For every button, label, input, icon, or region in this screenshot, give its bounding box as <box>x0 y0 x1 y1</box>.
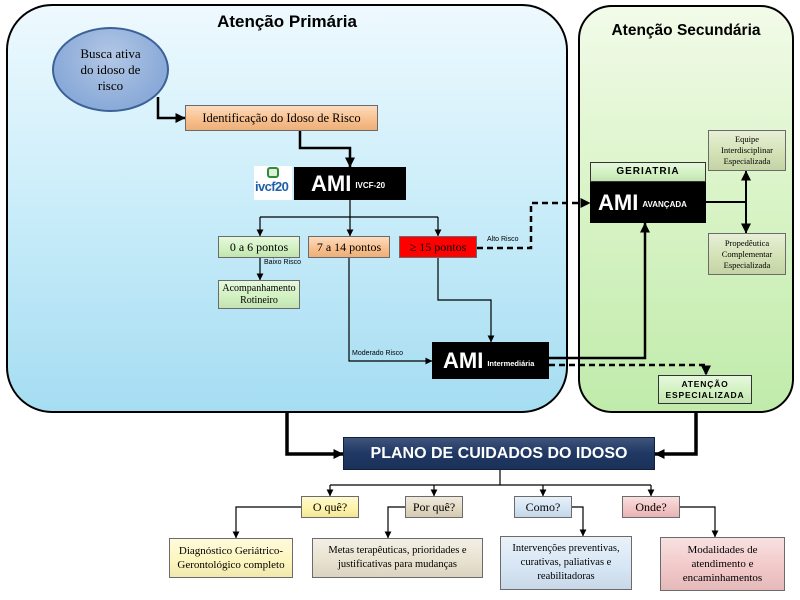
arrow-por-que-to-answer <box>384 506 405 539</box>
geriatria-label: GERIATRIA <box>616 166 680 177</box>
high-risk-label: Alto Risco <box>487 236 519 243</box>
busca-ativa-line: do idoso de <box>80 61 141 77</box>
plano-cuidados-title: PLANO DE CUIDADOS DO IDOSO <box>370 444 628 462</box>
identificacao-node: Identificação do Idoso de Risco <box>185 105 378 131</box>
propedeutica-line: Complementar <box>721 248 773 259</box>
answer-line: Modalidades de <box>687 544 758 556</box>
ivcf20-logo-text: ivcf20 <box>255 179 289 194</box>
propedeutica-line: Propedêutica <box>724 237 770 248</box>
arrow-secondary-to-plano <box>654 413 698 459</box>
atencao-especializada-node: ATENÇÃO ESPECIALIZADA <box>658 375 752 404</box>
arrow-o-que-to-answer <box>232 506 301 539</box>
primary-care-title: Atenção Primária <box>217 12 357 31</box>
equipe-node: Equipe Interdisciplinar Especializada <box>708 130 786 171</box>
ami-intermediaria-node: AMI Intermediária <box>432 342 549 379</box>
arrow-busca-to-identificacao <box>156 97 186 123</box>
atencao-especializada-line: ATENÇÃO <box>681 378 729 389</box>
score-high-node: ≥ 15 pontos <box>399 236 477 258</box>
score-low-label: 0 a 6 pontos <box>229 239 289 254</box>
busca-ativa-node: Busca ativa do idoso de risco <box>52 27 169 112</box>
score-low-node: 0 a 6 pontos <box>218 236 300 258</box>
arrow-primary-to-plano <box>285 413 344 459</box>
identificacao-label: Identificação do Idoso de Risco <box>202 110 361 125</box>
busca-ativa-line: Busca ativa <box>80 45 141 61</box>
arrow-intermediaria-to-avancada <box>549 222 650 360</box>
secondary-care-title: Atenção Secundária <box>611 22 761 39</box>
plano-cuidados-node: PLANO DE CUIDADOS DO IDOSO <box>343 437 655 470</box>
answer-line: atendimento e <box>691 558 754 570</box>
score-high-label: ≥ 15 pontos <box>409 239 467 254</box>
score-mid-node: 7 a 14 pontos <box>308 236 390 258</box>
answer-line: Metas terapêuticas, prioridades e <box>328 545 467 556</box>
arrow-onde-to-answer <box>680 506 719 538</box>
answer-intervencoes: Intervenções preventivas, curativas, pal… <box>500 536 632 590</box>
answer-line: encaminhamentos <box>682 572 763 584</box>
question-label: Por quê? <box>412 499 456 514</box>
arrow-moderate-to-intermediaria <box>348 258 433 365</box>
moderate-risk-label: Moderado Risco <box>352 350 403 357</box>
answer-line: reabilitadoras <box>537 571 595 582</box>
score-mid-label: 7 a 14 pontos <box>316 239 382 254</box>
question-o-que: O quê? <box>301 496 359 518</box>
low-risk-label: Baixo Risco <box>264 259 301 266</box>
answer-metas: Metas terapêuticas, prioridades e justif… <box>312 538 483 578</box>
answer-line: Intervenções preventivas, <box>512 543 620 554</box>
ami-ivcf-main: AMI <box>311 170 352 196</box>
acompanhamento-line: Acompanhamento <box>222 282 296 294</box>
answer-modalidades: Modalidades de atendimento e encaminhame… <box>660 537 785 591</box>
equipe-line: Interdisciplinar <box>721 145 773 155</box>
busca-ativa-line: risco <box>97 77 124 93</box>
question-label: O quê? <box>312 499 348 514</box>
ami-avancada-main: AMI <box>598 189 639 215</box>
question-onde: Onde? <box>622 496 680 518</box>
equipe-line: Equipe <box>734 134 760 144</box>
arrow-intermediaria-to-especializada <box>549 363 711 376</box>
ami-ivcf-node: AMI IVCF-20 <box>294 167 406 200</box>
geriatria-node: GERIATRIA <box>590 162 706 182</box>
acompanhamento-line: Rotineiro <box>240 294 278 306</box>
answer-line: Diagnóstico Geriátrico- <box>178 545 284 557</box>
question-por-que: Por quê? <box>405 496 463 518</box>
arrow-como-to-answer <box>572 506 587 537</box>
equipe-line: Especializada <box>723 156 771 166</box>
ivcf20-logo: ivcf20 <box>254 166 292 200</box>
answer-line: curativas, paliativas e <box>520 557 612 568</box>
answer-line: justificativas para mudanças <box>338 559 457 570</box>
ami-intermediaria-sub: Intermediária <box>487 358 535 368</box>
arrow-identificacao-to-ami-ivcf <box>298 131 355 168</box>
atencao-especializada-line: ESPECIALIZADA <box>665 389 745 400</box>
answer-diagnostico: Diagnóstico Geriátrico- Gerontológico co… <box>169 538 293 578</box>
arrow-high-to-intermediaria <box>437 258 495 343</box>
propedeutica-node: Propedêutica Complementar Especializada <box>708 233 786 275</box>
ami-ivcf-sub: IVCF-20 <box>355 180 386 190</box>
question-como: Como? <box>514 496 572 518</box>
question-label: Onde? <box>635 499 667 514</box>
propedeutica-line: Especializada <box>723 259 771 270</box>
ivcf20-logo-icon <box>267 167 279 178</box>
answer-line: Gerontológico completo <box>177 559 285 571</box>
ami-avancada-node: AMI AVANÇADA <box>590 182 706 223</box>
ami-avancada-sub: AVANÇADA <box>642 199 687 209</box>
question-label: Como? <box>525 499 561 514</box>
acompanhamento-node: Acompanhamento Rotineiro <box>218 280 300 309</box>
ami-intermediaria-main: AMI <box>443 347 484 373</box>
